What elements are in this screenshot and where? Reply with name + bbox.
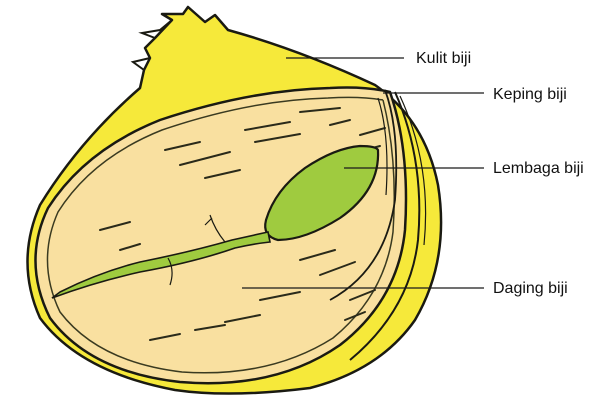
label-daging-biji: Daging biji: [493, 280, 568, 297]
label-keping-biji: Keping biji: [493, 86, 567, 103]
label-lembaga-biji: Lembaga biji: [493, 160, 584, 177]
label-kulit-biji: Kulit biji: [416, 50, 471, 67]
